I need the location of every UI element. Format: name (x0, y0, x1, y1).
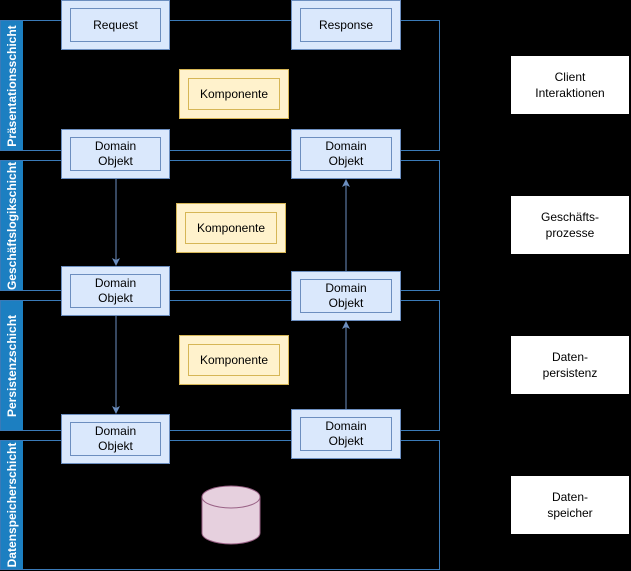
domain-object-box[interactable]: Domain Objekt (61, 129, 170, 179)
side-label-storage: Daten- speicher (511, 476, 629, 534)
domain-object-label: Domain Objekt (300, 279, 392, 313)
request-box[interactable]: Request (61, 0, 170, 50)
domain-object-box[interactable]: Domain Objekt (61, 266, 170, 316)
domain-object-label: Domain Objekt (300, 137, 392, 171)
lane-presentation: Präsentationsschicht (0, 20, 440, 151)
response-box[interactable]: Response (291, 0, 401, 50)
side-label-persistence: Daten- persistenz (511, 336, 629, 394)
response-label: Response (300, 8, 392, 42)
request-label: Request (70, 8, 161, 42)
lane-persistence: Persistenzschicht (0, 300, 440, 431)
lane-header: Präsentationsschicht (1, 21, 23, 150)
domain-object-box[interactable]: Domain Objekt (291, 129, 401, 179)
domain-object-label: Domain Objekt (300, 417, 392, 451)
database-icon (201, 485, 261, 545)
lane-business-logic: Geschäftslogikschicht (0, 160, 440, 291)
domain-object-box[interactable]: Domain Objekt (61, 414, 170, 464)
side-label-client: Client Interaktionen (511, 56, 629, 114)
lane-header: Persistenzschicht (1, 301, 23, 430)
component-label: Komponente (188, 78, 280, 110)
component-label: Komponente (188, 344, 280, 376)
component-box[interactable]: Komponente (179, 69, 289, 119)
component-box[interactable]: Komponente (179, 335, 289, 385)
domain-object-box[interactable]: Domain Objekt (291, 271, 401, 321)
domain-object-box[interactable]: Domain Objekt (291, 409, 401, 459)
domain-object-label: Domain Objekt (70, 137, 161, 171)
side-label-business: Geschäfts- prozesse (511, 196, 629, 254)
domain-object-label: Domain Objekt (70, 422, 161, 456)
domain-object-label: Domain Objekt (70, 274, 161, 308)
component-label: Komponente (185, 212, 277, 244)
lane-header: Geschäftslogikschicht (1, 161, 23, 290)
lane-data-storage: Datenspeicherschicht (0, 440, 440, 570)
lane-header: Datenspeicherschicht (1, 441, 23, 569)
component-box[interactable]: Komponente (176, 203, 286, 253)
